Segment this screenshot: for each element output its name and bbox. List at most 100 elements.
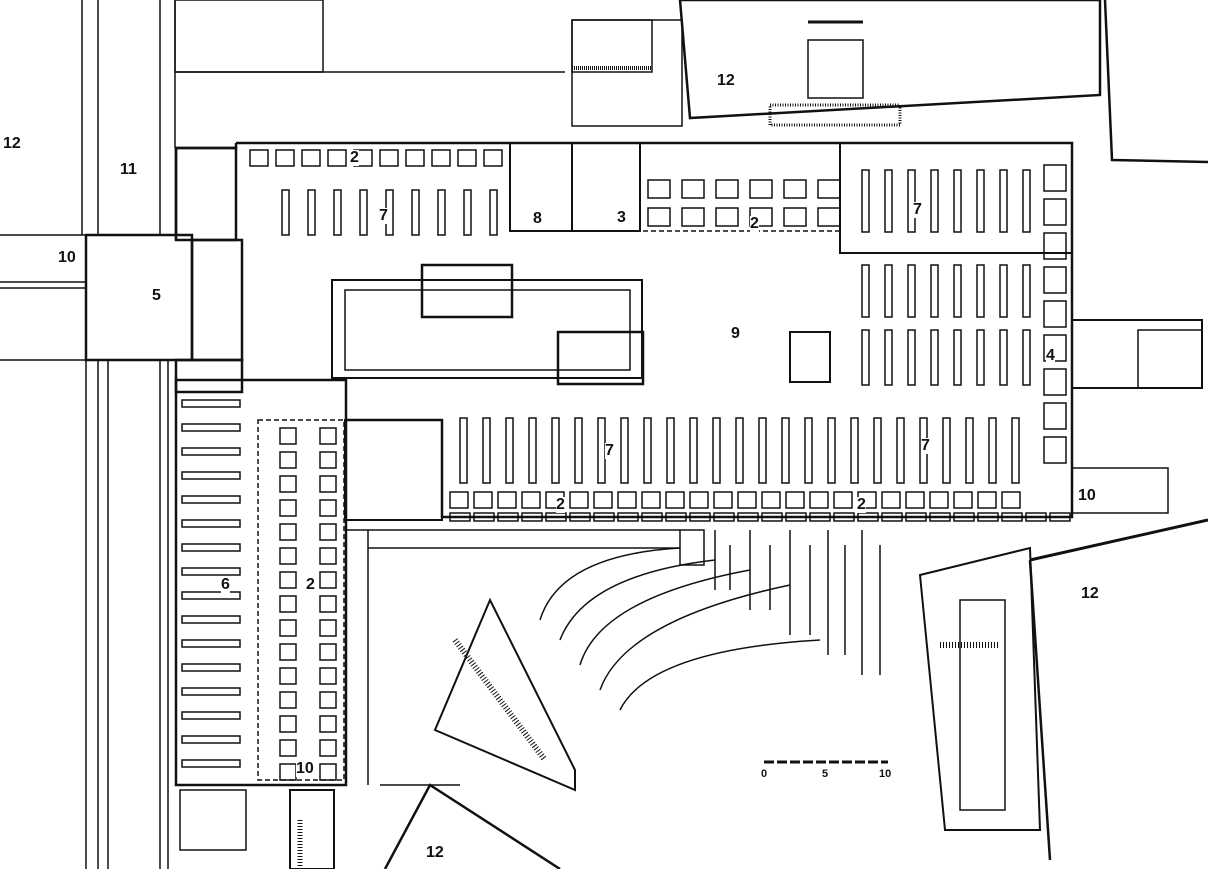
table-group <box>833 491 853 509</box>
facade-bay <box>785 512 807 522</box>
label-area-7: 7 <box>379 207 388 224</box>
parking-stall <box>574 417 583 484</box>
parking-stall <box>804 417 813 484</box>
parking-stall <box>884 264 893 318</box>
table-group <box>715 179 739 199</box>
facade-bay <box>905 512 927 522</box>
table-group <box>319 715 337 733</box>
building-12-east <box>1029 518 1208 562</box>
facade-bay <box>953 512 975 522</box>
area-5-block <box>84 233 194 362</box>
parking-stall <box>359 189 368 236</box>
unit-bay <box>1043 232 1067 260</box>
parking-stall <box>505 417 514 484</box>
parking-stall <box>307 189 316 236</box>
table-group <box>783 207 807 227</box>
label-area-9: 9 <box>731 325 740 342</box>
parking-stall <box>827 417 836 484</box>
table-group <box>761 491 781 509</box>
table-group <box>319 739 337 757</box>
table-group <box>953 491 973 509</box>
parking-stall <box>953 169 962 233</box>
table-group <box>279 763 297 781</box>
table-group <box>319 475 337 493</box>
ramps-south <box>345 529 881 792</box>
label-area-12: 12 <box>1081 585 1099 602</box>
table-group <box>881 491 901 509</box>
parking-stall <box>181 639 241 648</box>
facade-bay <box>761 512 783 522</box>
label-area-2: 2 <box>556 496 565 513</box>
label-area-2: 2 <box>350 149 359 166</box>
table-group <box>483 149 503 167</box>
parking-stall <box>930 329 939 386</box>
building-top-left <box>174 0 324 73</box>
table-group <box>319 667 337 685</box>
parking-stall <box>666 417 675 484</box>
unit-bay <box>1043 198 1067 226</box>
parking-stall <box>181 495 241 504</box>
facade-bay <box>641 512 663 522</box>
table-group <box>319 523 337 541</box>
parking-stall <box>437 189 446 236</box>
parking-stall <box>181 567 241 576</box>
street-lines <box>0 0 176 869</box>
table-group <box>569 491 589 509</box>
parking-stall <box>181 471 241 480</box>
parking-stall <box>181 447 241 456</box>
facade-bay <box>1049 512 1071 522</box>
facade-bay <box>857 512 879 522</box>
table-group <box>279 427 297 445</box>
label-area-3: 3 <box>617 209 626 226</box>
label-area-12: 12 <box>426 844 444 861</box>
facade-bay <box>473 512 495 522</box>
facade-bay <box>881 512 903 522</box>
table-group <box>809 491 829 509</box>
facade-bay <box>1025 512 1047 522</box>
label-area-2: 2 <box>750 215 759 232</box>
label-area-5: 5 <box>152 287 161 304</box>
parking-stall <box>1022 169 1031 233</box>
label-area-12: 12 <box>3 135 21 152</box>
scale-tick-10: 10 <box>879 768 892 780</box>
parking-stall <box>781 417 790 484</box>
parking-stall <box>896 417 905 484</box>
parking-stall <box>965 417 974 484</box>
table-group <box>319 499 337 517</box>
table-group <box>715 207 739 227</box>
label-area-10: 10 <box>1078 487 1096 504</box>
parking-stall <box>181 663 241 672</box>
table-group <box>785 491 805 509</box>
parking-stall <box>181 735 241 744</box>
table-group <box>681 207 705 227</box>
table-group <box>665 491 685 509</box>
parking-stall <box>942 417 951 484</box>
parking-stall <box>459 417 468 484</box>
label-area-7: 7 <box>921 437 930 454</box>
table-group <box>319 691 337 709</box>
table-group <box>431 149 451 167</box>
parking-stall <box>861 329 870 386</box>
table-group <box>279 715 297 733</box>
table-group <box>279 595 297 613</box>
table-group <box>749 179 773 199</box>
table-group <box>279 571 297 589</box>
table-group <box>327 149 347 167</box>
parking-stall <box>999 264 1008 318</box>
label-area-6: 6 <box>221 576 230 593</box>
parking-stall <box>528 417 537 484</box>
parking-stall <box>181 543 241 552</box>
parking-stall <box>643 417 652 484</box>
parking-stall <box>620 417 629 484</box>
unit-bay <box>1043 368 1067 396</box>
table-group <box>319 547 337 565</box>
unit-bay <box>1043 300 1067 328</box>
facade-bay <box>521 512 543 522</box>
facade-bay <box>713 512 735 522</box>
parking-stall <box>181 711 241 720</box>
facade-bay <box>617 512 639 522</box>
table-group <box>279 523 297 541</box>
parking-stall <box>884 329 893 386</box>
parking-stall <box>907 264 916 318</box>
